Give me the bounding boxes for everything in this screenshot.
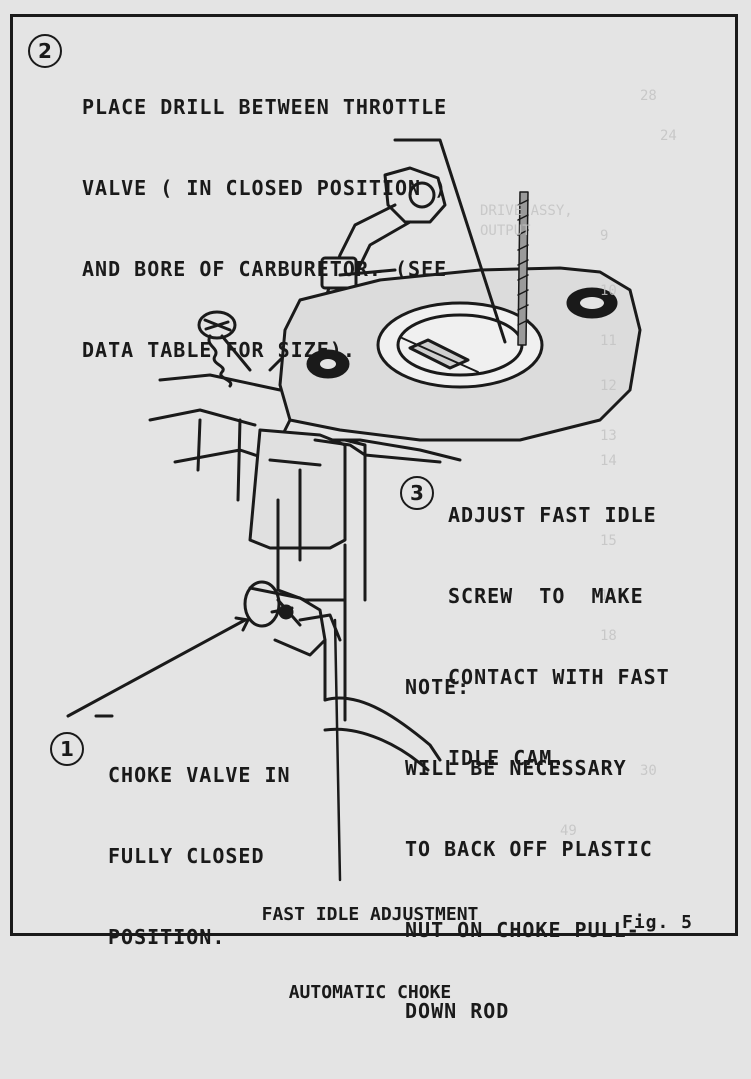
step-2-line: DATA TABLE FOR SIZE).	[82, 338, 356, 362]
step-2-line: AND BORE OF CARBURETOR. (SEE	[82, 257, 448, 281]
svg-text:24: 24	[660, 128, 677, 144]
svg-text:49: 49	[560, 823, 577, 839]
note-line: TO BACK OFF PLASTIC	[405, 837, 653, 861]
svg-text:17: 17	[600, 588, 617, 604]
step-3-badge: 3	[400, 476, 434, 510]
leader-step1	[66, 618, 247, 718]
step-3-line: CONTACT WITH FAST	[448, 665, 670, 689]
leader-step2	[393, 138, 507, 344]
svg-text:30: 30	[640, 763, 657, 779]
svg-text:10: 10	[600, 283, 617, 299]
note-line: NUT ON CHOKE PULL-	[405, 918, 640, 942]
figure-frame	[10, 14, 738, 936]
step-1-line: POSITION.	[108, 925, 226, 949]
step-2-line: VALVE ( IN CLOSED POSITION )	[82, 176, 448, 200]
step-3-line: SCREW TO MAKE	[448, 584, 644, 608]
step-3-line: IDLE CAM.	[448, 746, 566, 770]
carburetor-illustration: 28 24 DRIVE ASSY, OUTPUT 9 10 11 12 13 1…	[66, 88, 677, 882]
step-1-line: CHOKE VALVE IN	[108, 763, 291, 787]
manual-page: 28 24 DRIVE ASSY, OUTPUT 9 10 11 12 13 1…	[10, 14, 738, 1023]
svg-text:OUTPUT: OUTPUT	[480, 223, 531, 239]
step-2-badge: 2	[28, 34, 62, 68]
step-1-text: CHOKE VALVE IN FULLY CLOSED POSITION.	[108, 708, 291, 1005]
step-2-text: PLACE DRILL BETWEEN THROTTLE VALVE ( IN …	[82, 40, 447, 418]
step-3-line: ADJUST FAST IDLE	[448, 503, 657, 527]
caption-subtitle: AUTOMATIC CHOKE	[288, 982, 452, 1003]
step-1-badge: 1	[50, 732, 84, 766]
leader-step3	[313, 438, 442, 464]
svg-text:13: 13	[600, 428, 617, 444]
svg-text:12: 12	[600, 378, 617, 394]
step-1-line: FULLY CLOSED	[108, 844, 265, 868]
step-3-text: ADJUST FAST IDLE SCREW TO MAKE CONTACT W…	[448, 448, 670, 826]
bleed-through: 28 24 DRIVE ASSY, OUTPUT 9 10 11 12 13 1…	[480, 88, 677, 839]
svg-text:14: 14	[600, 453, 617, 469]
figure-number: Fig. 5	[622, 912, 694, 933]
svg-text:DRIVE ASSY,: DRIVE ASSY,	[480, 203, 573, 219]
svg-text:11: 11	[600, 333, 617, 349]
note-line: WILL BE NECESSARY	[405, 756, 627, 780]
step-2-line: PLACE DRILL BETWEEN THROTTLE	[82, 95, 448, 119]
choke-valve	[243, 580, 342, 657]
caption-title: FAST IDLE ADJUSTMENT	[261, 904, 479, 925]
figure-caption: FAST IDLE ADJUSTMENT AUTOMATIC CHOKE	[180, 850, 560, 1058]
svg-text:9: 9	[600, 228, 608, 244]
svg-text:18: 18	[600, 628, 617, 644]
note-heading: NOTE:	[405, 675, 471, 699]
svg-text:28: 28	[640, 88, 657, 104]
svg-text:15: 15	[600, 533, 617, 549]
